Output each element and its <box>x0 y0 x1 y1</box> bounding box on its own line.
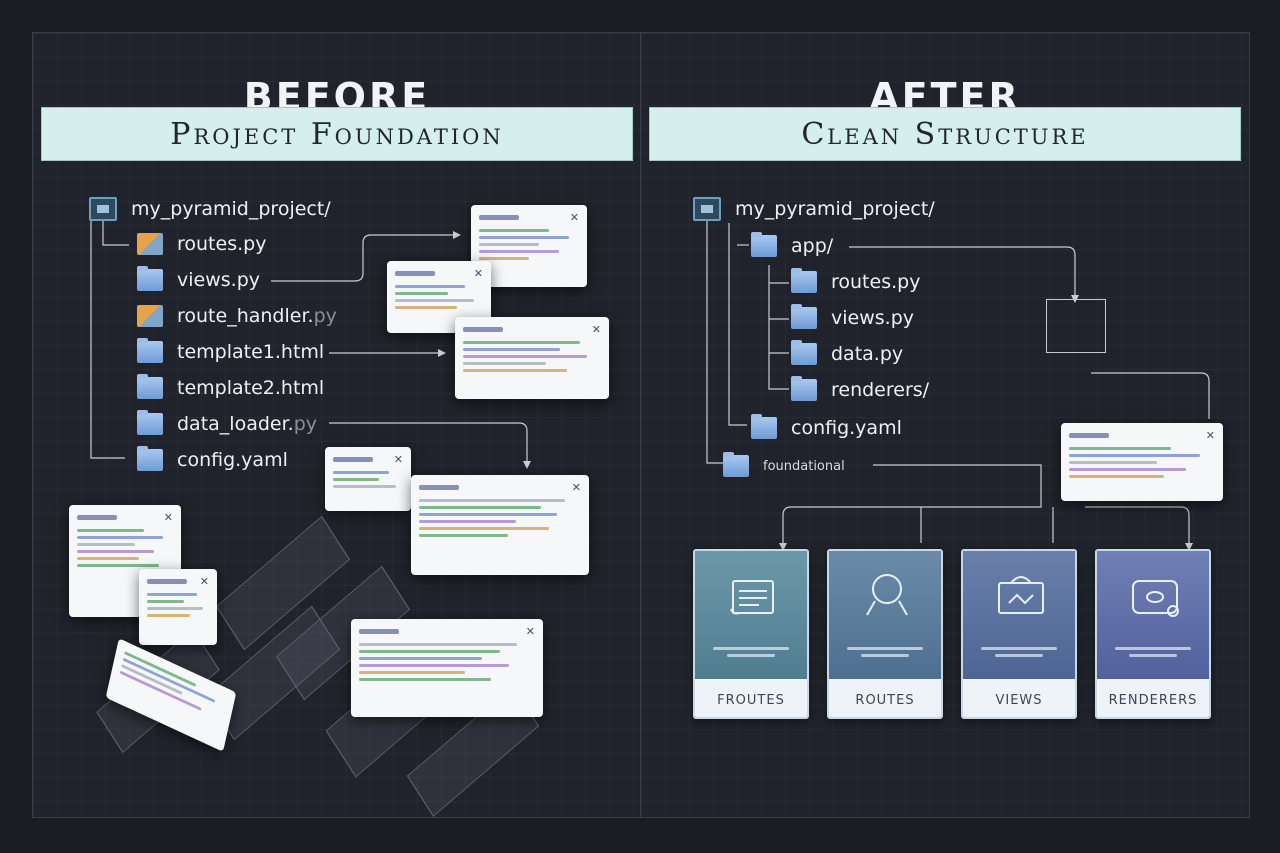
folder-icon <box>723 452 749 477</box>
code-card[interactable]: ✕ <box>411 475 589 575</box>
folder-icon <box>137 374 163 399</box>
module-tile[interactable]: VIEWS <box>961 549 1077 719</box>
tile-label: FROUTES <box>695 679 807 717</box>
file-row[interactable]: views.py <box>791 304 914 329</box>
code-card[interactable]: ✕ <box>351 619 543 717</box>
module-tile[interactable]: FROUTES <box>693 549 809 719</box>
root-label: my_pyramid_project/ <box>735 198 935 220</box>
before-root[interactable]: my_pyramid_project/ <box>89 197 331 221</box>
file-row[interactable]: routes.py <box>791 268 920 293</box>
before-panel: BEFORE Project Foundation my_pyramid_pro… <box>32 32 642 818</box>
code-card[interactable]: ✕ <box>139 569 217 645</box>
folder-icon <box>791 340 817 365</box>
folder-row-app[interactable]: app/ <box>751 232 833 257</box>
close-icon[interactable]: ✕ <box>473 266 483 280</box>
close-icon[interactable]: ✕ <box>525 624 535 638</box>
close-icon[interactable]: ✕ <box>1205 428 1215 442</box>
file-row[interactable]: routes.py <box>137 233 266 255</box>
folder-icon <box>791 304 817 329</box>
file-row-config[interactable]: config.yaml <box>751 414 902 439</box>
file-row[interactable]: data.py <box>791 340 903 365</box>
folder-icon <box>791 268 817 293</box>
close-icon[interactable]: ✕ <box>199 574 209 588</box>
folder-icon <box>751 232 777 257</box>
folder-icon <box>791 376 817 401</box>
after-panel: AFTER Clean Structure my_pyramid_project… <box>640 32 1250 818</box>
close-icon[interactable]: ✕ <box>571 480 581 494</box>
close-icon[interactable]: ✕ <box>569 210 579 224</box>
file-row[interactable]: config.yaml <box>137 446 288 471</box>
file-row[interactable]: views.py <box>137 266 260 291</box>
python-file-icon <box>137 233 163 255</box>
before-banner: Project Foundation <box>41 107 633 161</box>
folder-icon <box>137 266 163 291</box>
tile-label: ROUTES <box>829 679 941 717</box>
after-root[interactable]: my_pyramid_project/ <box>693 197 935 221</box>
root-label: my_pyramid_project/ <box>131 198 331 220</box>
folder-icon <box>751 414 777 439</box>
tile-label: RENDERERS <box>1097 679 1209 717</box>
file-row[interactable]: renderers/ <box>791 376 929 401</box>
module-tile[interactable]: RENDERERS <box>1095 549 1211 719</box>
code-card[interactable]: ✕ <box>1061 423 1223 501</box>
file-row-extra[interactable]: foundational <box>723 452 845 477</box>
person-icon <box>866 574 908 616</box>
file-row[interactable]: data_loader.py <box>137 410 317 435</box>
close-icon[interactable]: ✕ <box>591 322 601 336</box>
module-tile[interactable]: ROUTES <box>827 549 943 719</box>
folder-icon <box>137 338 163 363</box>
file-row[interactable]: route_handler.py <box>137 305 337 327</box>
folder-icon <box>693 197 721 221</box>
file-row[interactable]: template2.html <box>137 374 324 399</box>
document-icon <box>730 580 774 615</box>
folder-icon <box>137 446 163 471</box>
code-card[interactable]: ✕ <box>455 317 609 399</box>
after-banner: Clean Structure <box>649 107 1241 161</box>
empty-box <box>1046 299 1106 353</box>
close-icon[interactable]: ✕ <box>163 510 173 524</box>
folder-icon <box>89 197 117 221</box>
close-icon[interactable]: ✕ <box>393 452 403 466</box>
folder-icon <box>137 410 163 435</box>
code-card[interactable]: ✕ <box>325 447 411 511</box>
file-row[interactable]: template1.html <box>137 338 324 363</box>
python-file-icon <box>137 305 163 327</box>
camera-icon <box>1132 580 1179 617</box>
image-icon <box>998 576 1044 614</box>
tile-label: VIEWS <box>963 679 1075 717</box>
